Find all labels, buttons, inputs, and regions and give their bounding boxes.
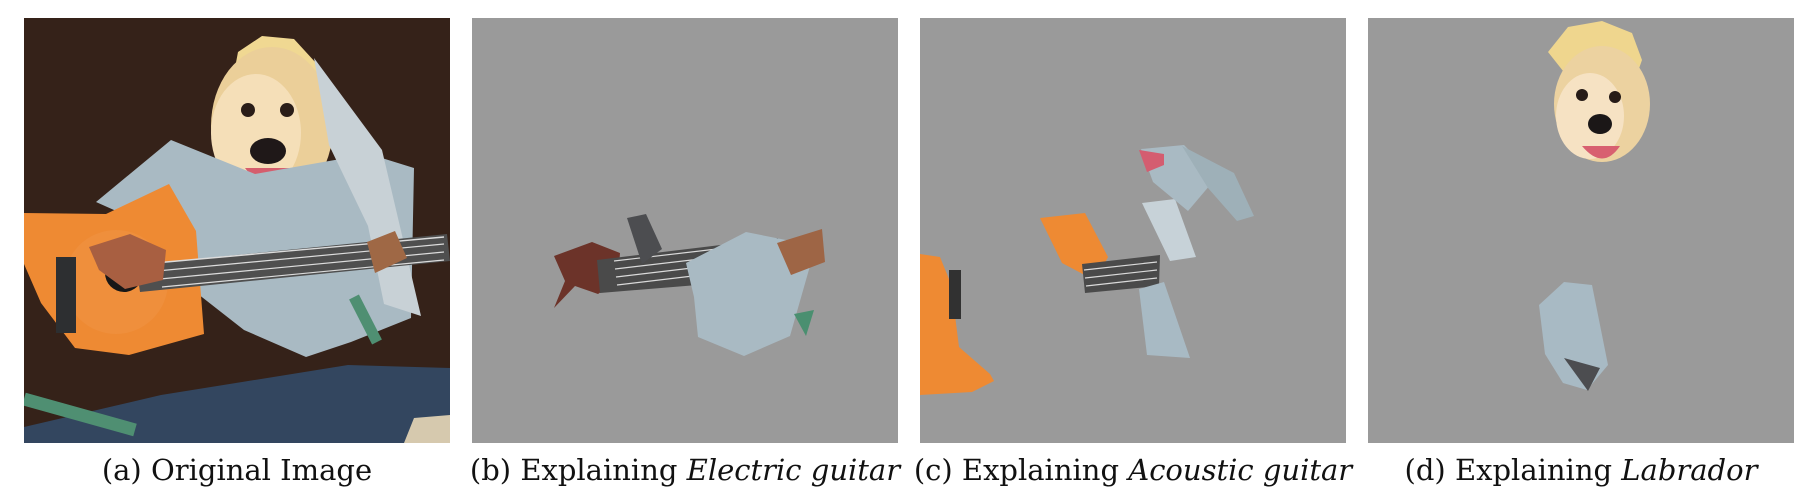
caption-labrador: (d) Explaining Labrador bbox=[1351, 452, 1811, 488]
acoustic-guitar-explanation-panel bbox=[920, 18, 1346, 443]
electric-guitar-explanation-panel bbox=[472, 18, 898, 443]
caption-electric-guitar: (b) Explaining Electric guitar bbox=[455, 452, 915, 488]
caption-c-prefix: (c) Explaining bbox=[913, 453, 1129, 487]
caption-a-text: (a) Original Image bbox=[101, 453, 373, 487]
caption-d-italic: Labrador bbox=[1621, 453, 1758, 487]
original-image bbox=[24, 18, 450, 443]
caption-acoustic-guitar: (c) Explaining Acoustic guitar bbox=[903, 452, 1363, 488]
caption-b-italic: Electric guitar bbox=[686, 453, 901, 487]
caption-c-italic: Acoustic guitar bbox=[1128, 453, 1353, 487]
acoustic-guitar-mask bbox=[920, 18, 1346, 443]
electric-guitar-mask bbox=[472, 18, 898, 443]
caption-d-prefix: (d) Explaining bbox=[1404, 453, 1622, 487]
original-image-panel bbox=[24, 18, 450, 443]
caption-original-image: (a) Original Image bbox=[7, 452, 467, 488]
caption-b-prefix: (b) Explaining bbox=[469, 453, 687, 487]
labrador-mask bbox=[1368, 18, 1794, 443]
labrador-explanation-panel bbox=[1368, 18, 1794, 443]
